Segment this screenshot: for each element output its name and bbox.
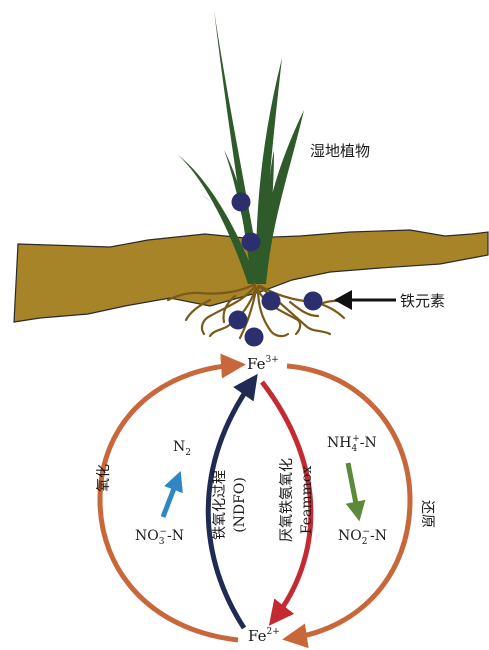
ndfo-label-cn: 铁氧化过程 (212, 470, 228, 540)
fe2-label: Fe2+ (248, 627, 280, 645)
iron-dot (262, 292, 281, 311)
feammox-label-cn: 厌氧铁氨氧化 (279, 458, 295, 542)
iron-dot (242, 233, 261, 252)
no2-label: NO2−-N (338, 527, 387, 547)
iron-dot (229, 311, 248, 330)
oxidation-label: 氧化 (96, 464, 112, 492)
n2-label: N2 (173, 439, 191, 458)
iron-dot (304, 292, 323, 311)
iron-dot (245, 328, 264, 347)
feammox-label-en: Feammox (299, 466, 315, 535)
nh4-label: NH4+-N (327, 434, 377, 454)
iron-label: 铁元素 (400, 292, 445, 310)
ndfo-label-en: (NDFO) (232, 477, 248, 533)
reduction-label: 还原 (419, 500, 435, 528)
no3-label: NO3−-N (135, 527, 184, 547)
fe3-label: Fe3+ (247, 355, 279, 373)
no3-to-n2-arrow (163, 478, 178, 517)
iron-dot (232, 193, 251, 212)
iron-pointer-arrow (334, 290, 396, 310)
nh4-to-no2-arrow (348, 463, 358, 514)
plant-label: 湿地植物 (310, 142, 370, 160)
